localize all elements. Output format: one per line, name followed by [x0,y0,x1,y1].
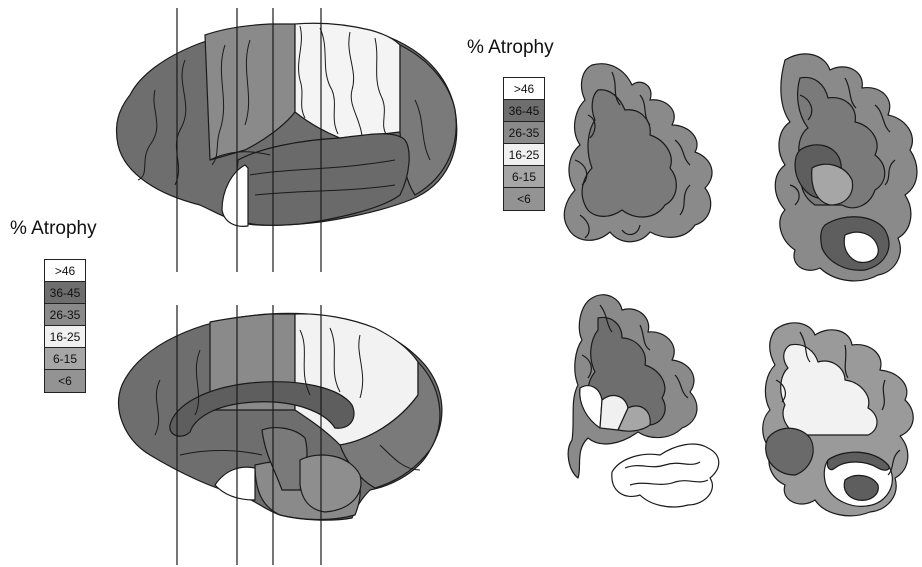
coronal-section-2 [775,54,917,281]
coronal-section-4 [763,323,913,516]
coronal-section-3 [568,295,719,507]
medial-brain-view [119,313,442,520]
lateral-occipital-region [400,45,456,195]
coronal-4-hippocampus [844,475,878,500]
lateral-brain-view [117,23,457,226]
coronal-section-1 [564,64,712,242]
coronal-3-temporal [612,444,719,507]
